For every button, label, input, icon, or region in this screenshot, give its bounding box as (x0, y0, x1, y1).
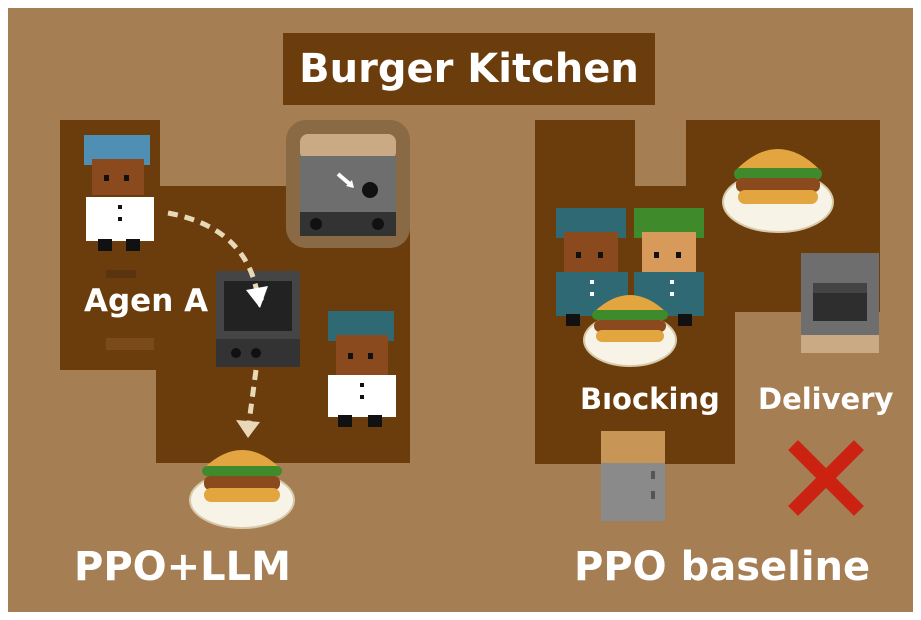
game-scene: Burger Kitchen (8, 8, 913, 612)
oven-icon (286, 120, 410, 248)
right-caption: PPO baseline (574, 544, 871, 590)
left-caption: PPO+LLM (74, 544, 291, 590)
oven-station[interactable] (286, 120, 410, 248)
blocking-label: Bıocking (580, 382, 720, 416)
delivery-counter[interactable] (801, 253, 879, 353)
fridge-station[interactable] (601, 431, 665, 521)
path-arrow (167, 210, 268, 438)
burger-delivered (188, 438, 298, 530)
fridge-icon (601, 431, 665, 521)
chef-icon (556, 208, 628, 326)
agent-a-label: Agen A (84, 283, 209, 319)
burger-icon (722, 149, 834, 233)
burger-icon (189, 450, 295, 529)
chef-agent-a[interactable] (84, 135, 156, 255)
chef-agent-b[interactable] (326, 311, 398, 431)
agent-shadow (106, 270, 154, 350)
chef-icon (84, 135, 154, 251)
game-title: Burger Kitchen (299, 46, 639, 92)
burger-icon (583, 295, 677, 367)
title-banner: Burger Kitchen (283, 33, 655, 105)
delivery-counter-icon (801, 253, 879, 353)
chef-icon (328, 311, 396, 427)
chef-blocking-teal[interactable] (556, 208, 628, 330)
delivery-label: Delivery (758, 382, 894, 416)
burger-on-counter (722, 136, 834, 234)
failure-x-icon (788, 440, 864, 516)
burger-blocked (582, 284, 678, 368)
